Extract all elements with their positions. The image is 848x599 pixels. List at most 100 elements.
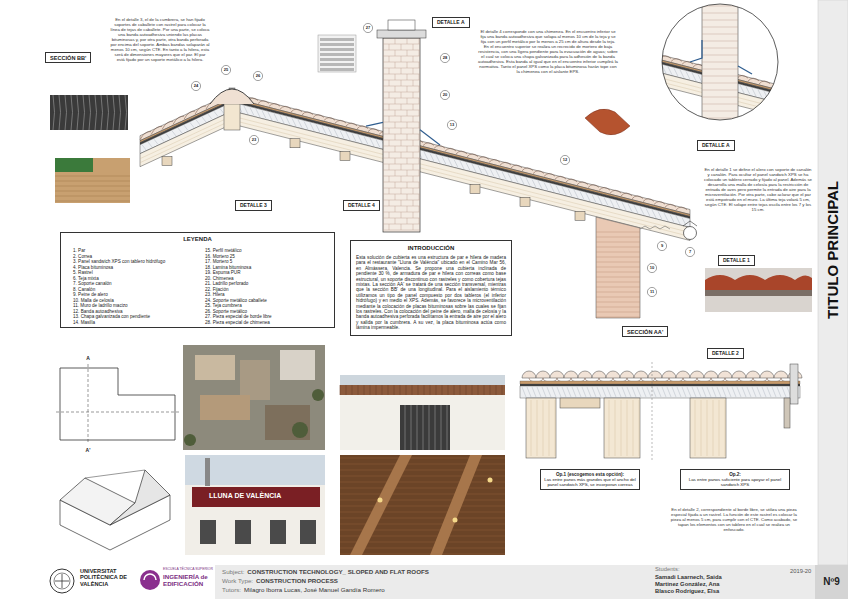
brick-joint xyxy=(413,128,414,134)
brick-joint xyxy=(401,164,402,170)
legend-item: 12. Banda autoadhesiva xyxy=(73,309,123,314)
flashing xyxy=(690,40,702,62)
tile-curve xyxy=(456,151,467,154)
legend-text: 27. Pieza especial de borde libre xyxy=(205,314,272,319)
panel-hatch xyxy=(172,131,176,136)
brick-joint xyxy=(407,98,408,104)
tile-curve xyxy=(434,145,445,148)
tile-curve xyxy=(335,120,346,123)
brick-joint xyxy=(419,110,420,116)
panel-hatch xyxy=(602,387,606,397)
roof-tile xyxy=(388,385,389,395)
brick-joint xyxy=(413,152,414,158)
callout-number: 25 xyxy=(224,68,228,72)
brick-joint xyxy=(419,170,420,176)
brick-joint xyxy=(395,158,396,164)
aerial-roof xyxy=(195,355,235,380)
wood-grain xyxy=(639,400,640,456)
panel-hatch xyxy=(552,387,556,397)
window xyxy=(300,520,316,544)
brick-joint xyxy=(596,242,640,243)
school-logo xyxy=(144,574,156,580)
brick-joint xyxy=(702,83,738,84)
panel-hatch xyxy=(557,387,561,397)
panel-hatch xyxy=(686,71,690,79)
brick-joint xyxy=(407,50,408,56)
legend-text: 5. Rastrel xyxy=(73,270,93,275)
brick-joint xyxy=(702,111,738,112)
vent-slat xyxy=(320,63,354,66)
panel-hatch xyxy=(537,387,541,397)
brick-joint xyxy=(395,98,396,104)
tile-curve xyxy=(478,157,489,160)
brick-joint xyxy=(401,116,402,122)
window xyxy=(270,520,286,544)
panel-hatch xyxy=(737,387,741,397)
legend-item: 19. Espuma PUR xyxy=(205,270,241,275)
roof-tile xyxy=(412,385,413,395)
brick-joint xyxy=(389,80,390,86)
field-value: CONSTRUCTION PROCESS xyxy=(256,577,338,584)
brick-joint xyxy=(413,104,414,110)
brick-joint xyxy=(413,92,414,98)
corrugation xyxy=(125,95,127,130)
panel-hatch xyxy=(682,387,686,397)
panel-hatch xyxy=(676,216,680,224)
brick-joint xyxy=(419,86,420,92)
brick-joint xyxy=(596,297,640,298)
tile-curve xyxy=(671,59,682,62)
tile-curve xyxy=(665,204,676,207)
eave-photo xyxy=(705,268,812,312)
panel-hatch xyxy=(567,387,571,397)
tile-curve xyxy=(173,116,184,124)
callout-number: 26 xyxy=(256,74,260,78)
panel-sandwich xyxy=(236,103,690,228)
plank xyxy=(340,518,505,519)
callout-number: 12 xyxy=(563,158,567,162)
wood-grain xyxy=(236,117,690,232)
panel-hatch xyxy=(586,193,590,201)
legend-text: 18. Lamina bituminosa xyxy=(205,265,251,270)
brick-joint xyxy=(702,76,738,77)
brick-joint xyxy=(389,140,390,146)
rastrel xyxy=(236,99,690,217)
detail-tag: DETALLE 4 xyxy=(343,200,380,211)
chimney-pole xyxy=(205,458,210,486)
panel-hatch xyxy=(770,93,774,101)
tile-curve xyxy=(577,182,588,185)
brick-joint xyxy=(395,146,396,152)
par xyxy=(140,113,228,167)
brick-joint xyxy=(596,282,640,283)
chimney-cap xyxy=(377,30,426,38)
panel-hatch xyxy=(244,106,248,114)
tile-curve xyxy=(195,106,206,114)
student-name: Blasco Rodríguez, Elsa xyxy=(655,588,719,595)
plank xyxy=(340,464,505,465)
panel-hatch xyxy=(610,199,614,207)
brick-joint xyxy=(419,146,420,152)
panel-hatch xyxy=(538,181,542,189)
detail-circle xyxy=(662,4,778,120)
panel-hatch xyxy=(740,85,744,93)
wood-grain xyxy=(549,400,550,456)
brick-joint xyxy=(596,292,640,293)
brick-joint xyxy=(389,44,390,50)
brick-joint xyxy=(383,110,420,111)
panel-hatch xyxy=(587,387,591,397)
teja-cobija xyxy=(648,371,662,378)
brick-joint xyxy=(419,218,420,224)
brick-joint xyxy=(389,164,390,170)
callout-circle xyxy=(440,53,449,62)
callout-number: 27 xyxy=(366,26,370,30)
panel-hatch xyxy=(627,387,631,397)
legend-text: 6. Teja mixta xyxy=(73,276,99,281)
tile-curve xyxy=(258,101,269,104)
panel-hatch xyxy=(292,118,296,126)
detail-note: El detalle 4 corresponde con una chimene… xyxy=(478,30,618,74)
legend-text: 28. Pieza especial de chimenea xyxy=(205,320,270,325)
window-grille xyxy=(411,405,412,450)
brick-joint xyxy=(401,56,402,62)
panel-hatch xyxy=(664,213,668,221)
brick-joint xyxy=(596,252,640,253)
tile-curve xyxy=(368,129,379,132)
